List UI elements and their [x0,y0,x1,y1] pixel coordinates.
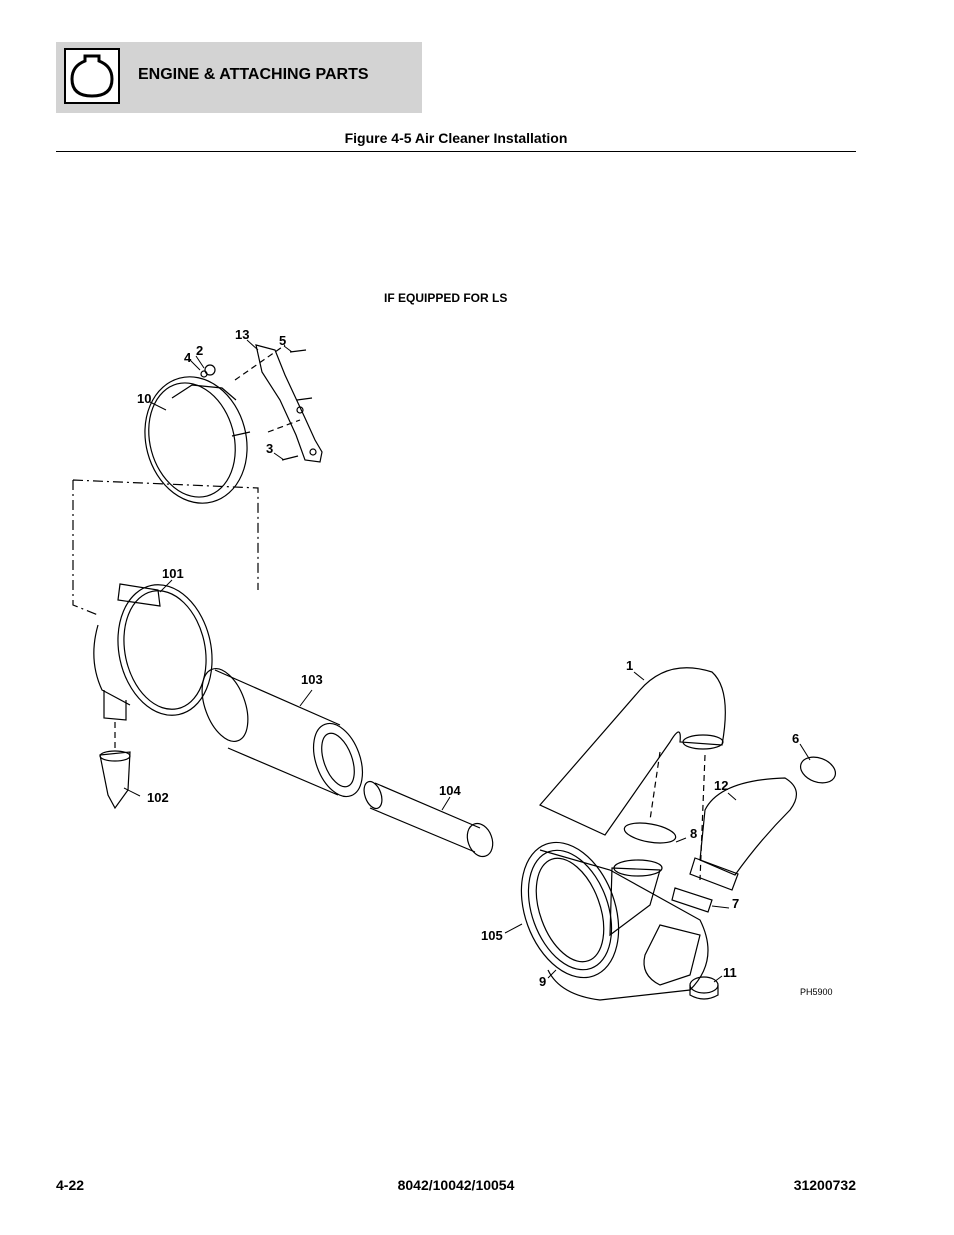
bracket-13 [255,344,323,463]
callout-9: 9 [539,974,546,989]
callout-11: 11 [723,965,737,980]
engine-icon-frame [64,48,120,104]
primary-filter-103 [214,669,341,796]
callout-13: 13 [235,327,249,342]
safety-opening [466,822,494,858]
model-numbers: 8042/10042/10054 [397,1177,515,1193]
callout-105: 105 [481,928,503,943]
alignment-line [72,479,259,616]
title-divider [56,151,856,152]
image-code: PH5900 [800,987,833,997]
section-title: ENGINE & ATTACHING PARTS [138,66,369,83]
cover-105 [520,841,620,979]
inlet-opening [613,859,663,877]
hose-clamp-8 [623,822,677,844]
outlet-port [643,924,701,986]
callout-6: 6 [792,731,799,746]
callout-103: 103 [301,672,323,687]
nut-4 [200,370,208,378]
callout-12: 12 [714,778,728,793]
callout-101: 101 [162,566,184,581]
bolt [296,397,313,401]
alignment-line [649,751,706,881]
band-clamp-outer [144,376,248,504]
housing-101-rim [123,590,207,710]
section-header: ENGINE & ATTACHING PARTS [56,42,422,113]
elbow-tube-1 [539,667,726,836]
figure-note: IF EQUIPPED FOR LS [384,291,507,305]
bolt-5 [289,349,307,353]
clamp-latch [171,384,237,401]
figure-title: Figure 4-5 Air Cleaner Installation [344,130,568,146]
housing-mount [117,583,161,607]
callout-8: 8 [690,826,697,841]
callout-10: 10 [137,391,151,406]
callout-7: 7 [732,896,739,911]
filter-inner [321,732,355,788]
hose-clamp-7 [671,887,713,913]
callout-102: 102 [147,790,169,805]
safety-end [363,780,383,810]
housing-outlet [103,690,127,721]
band-clamp-10 [148,382,236,498]
callout-5: 5 [279,333,286,348]
housing-body [93,624,131,706]
bolt-3 [281,455,299,461]
safety-filter-104 [369,782,481,853]
callout-1: 1 [626,658,633,673]
filter-end [201,668,249,742]
cap-body [689,985,719,1000]
housing-101-outer [117,584,213,716]
elbow-opening [682,734,724,750]
engine-icon [70,54,114,98]
hose-end [689,857,739,891]
hose-12 [699,777,797,876]
alignment-line [234,344,301,433]
callout-4: 4 [184,350,192,365]
bracket-hole [296,406,304,414]
bolt [231,431,251,437]
page-number: 4-22 [56,1177,85,1193]
bracket-hole [309,448,317,456]
cover-ridges [527,849,613,971]
callout-3: 3 [266,441,273,456]
inlet-elbow [609,867,661,937]
document-number: 31200732 [793,1177,856,1193]
callout-104: 104 [439,783,461,798]
valve-top [99,750,131,762]
washer-2 [204,364,216,376]
cover-ridges [535,857,605,963]
callout-2: 2 [196,343,203,358]
filter-opening [312,722,364,798]
hose-clamp-6 [799,756,837,784]
